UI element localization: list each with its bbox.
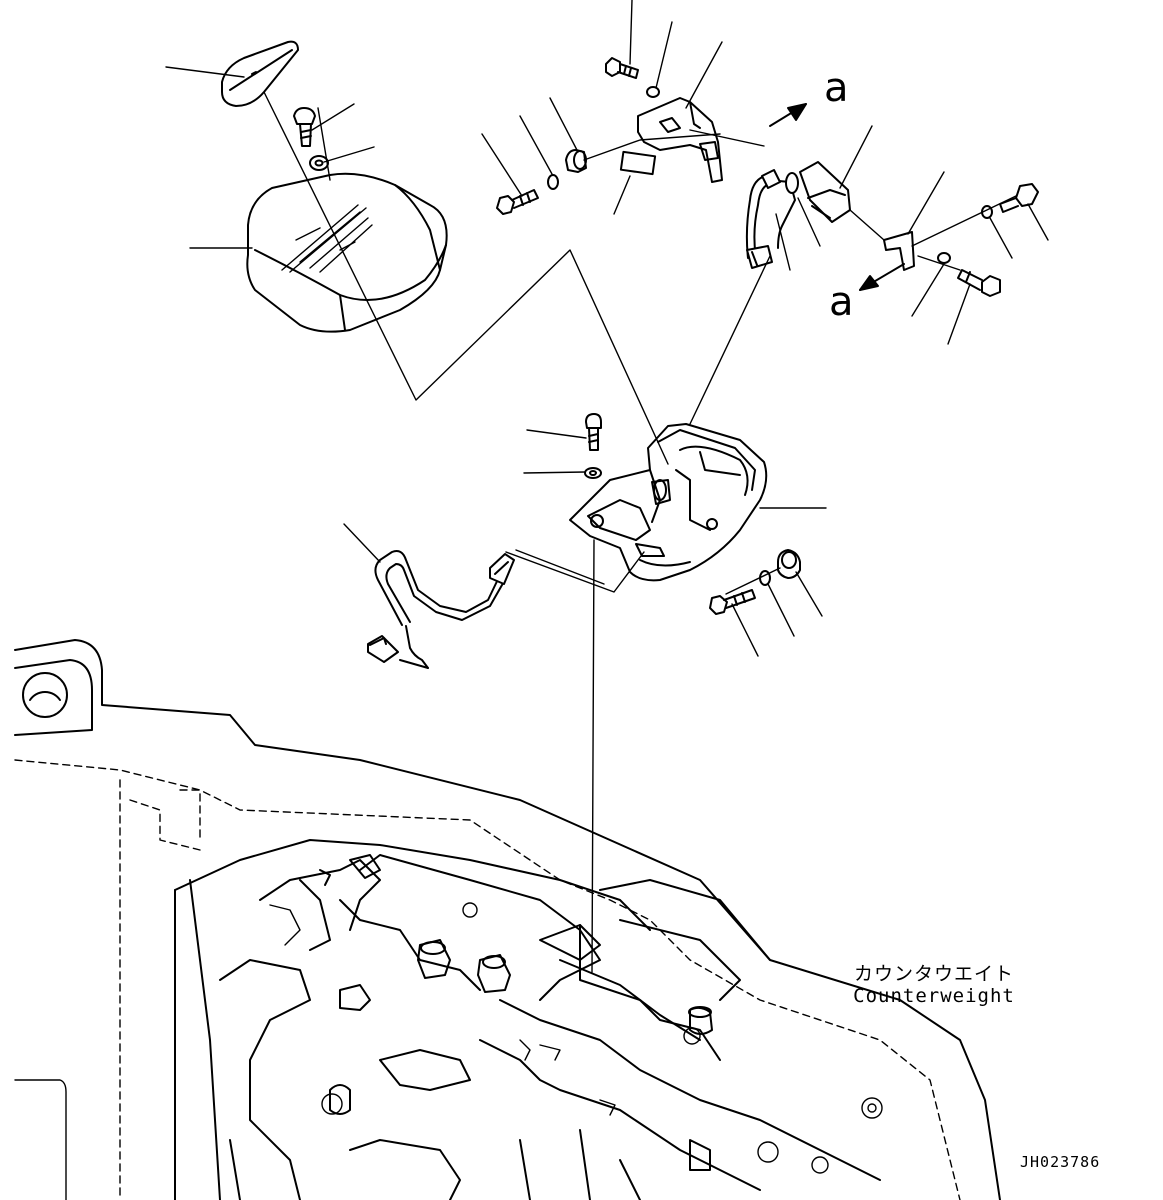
view-label-a-top: a <box>824 65 849 111</box>
lamp-base-bracket <box>569 413 801 615</box>
assembly-lines <box>165 0 1049 973</box>
drawing-code: JH023786 <box>1020 1153 1101 1171</box>
bracket-assembly <box>496 57 723 215</box>
counterweight-label-ja: カウンタウエイト <box>853 963 1014 985</box>
lower-wire-harness <box>367 550 515 669</box>
counterweight-body <box>14 639 1001 1200</box>
view-arrows <box>769 103 905 291</box>
view-label-a-bottom: a <box>829 279 854 325</box>
counterweight-label-en: Counterweight <box>853 984 1015 1007</box>
counterweight-label: カウンタウエイト Counterweight <box>846 963 1022 1008</box>
lamp-cover-assembly <box>221 40 448 333</box>
lamp-switch-harness <box>745 161 1039 297</box>
